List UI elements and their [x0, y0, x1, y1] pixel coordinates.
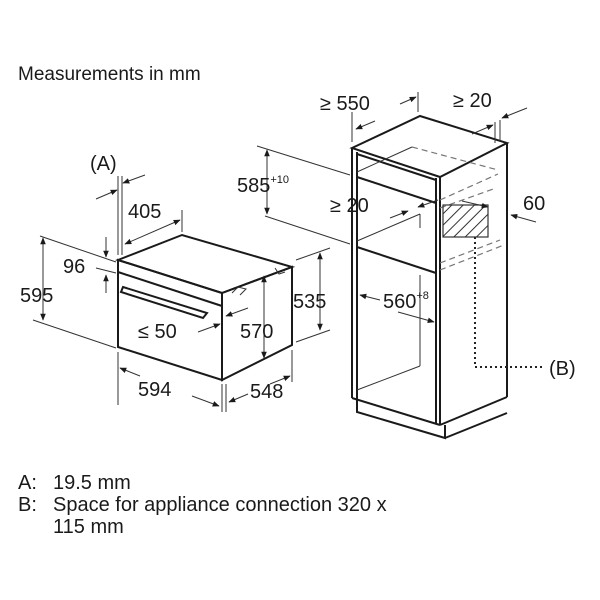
oven-panel-height-96: 96: [63, 256, 85, 278]
label-b: (B): [549, 358, 576, 380]
cabinet-rear-gap-20: ≥ 20: [453, 90, 492, 112]
shelf-gap-20: ≥ 20: [330, 195, 369, 217]
oven-drawing: [32, 174, 331, 412]
niche-height-585: 585+10: [237, 174, 289, 197]
oven-body-height-570: 570: [240, 321, 273, 343]
oven-depth-548: 548: [250, 381, 283, 403]
label-a: (A): [90, 153, 117, 175]
cabinet-front-height-535: 535: [293, 291, 326, 313]
oven-door-gap: ≤ 50: [138, 321, 177, 343]
legend-a: A:19.5 mm: [18, 472, 131, 494]
oven-height-595: 595: [20, 285, 53, 307]
oven-top-depth-405: 405: [128, 201, 161, 223]
cabinet-depth-min-550: ≥ 550: [320, 93, 370, 115]
diagram-title: Measurements in mm: [18, 64, 201, 85]
oven-width-594: 594: [138, 379, 171, 401]
niche-width-560: 560+8: [383, 290, 429, 313]
legend: A:19.5 mm B:Space for appliance connecti…: [18, 472, 387, 538]
cabinet-vent-depth-60: 60: [523, 193, 545, 215]
cabinet-drawing: [256, 92, 543, 440]
legend-b: B:Space for appliance connection 320 x: [18, 494, 387, 516]
legend-b-cont: 115 mm: [53, 516, 124, 538]
